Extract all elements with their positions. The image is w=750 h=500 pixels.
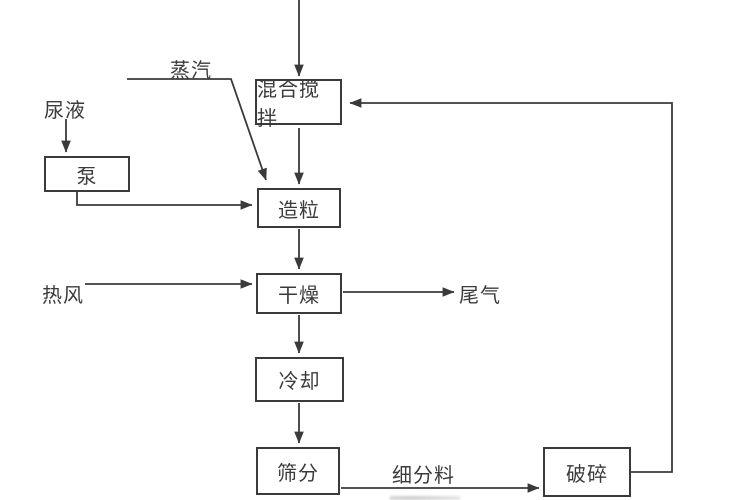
node-granulation-label: 造粒 [278, 199, 320, 222]
node-granulation: 造粒 [257, 188, 341, 228]
node-cooling: 冷却 [255, 357, 344, 402]
node-screening: 筛分 [256, 447, 340, 495]
node-mixing: 混合搅拌 [255, 79, 342, 130]
node-pump-label: 泵 [76, 165, 98, 188]
node-cooling-label: 冷却 [278, 371, 321, 393]
arrow-pump-to-granulation [76, 192, 253, 210]
label-fines: 细分料 [392, 465, 455, 487]
label-tail-gas: 尾气 [459, 285, 501, 307]
node-screening-label: 筛分 [277, 462, 319, 485]
label-hot-air: 热风 [42, 285, 84, 307]
arrow-steam-to-granulation [127, 78, 267, 181]
node-crushing-label: 破碎 [566, 463, 608, 486]
node-drying: 干燥 [256, 273, 342, 314]
node-drying-label: 干燥 [278, 285, 320, 307]
node-mixing-label: 混合搅拌 [257, 79, 320, 130]
cutoff-text-fragment [390, 496, 460, 500]
arrow-crushing-to-mixing [349, 98, 673, 473]
node-crushing: 破碎 [543, 447, 631, 497]
label-steam: 蒸汽 [170, 60, 212, 82]
node-pump: 泵 [44, 156, 130, 192]
label-urea-solution: 尿液 [44, 100, 86, 122]
